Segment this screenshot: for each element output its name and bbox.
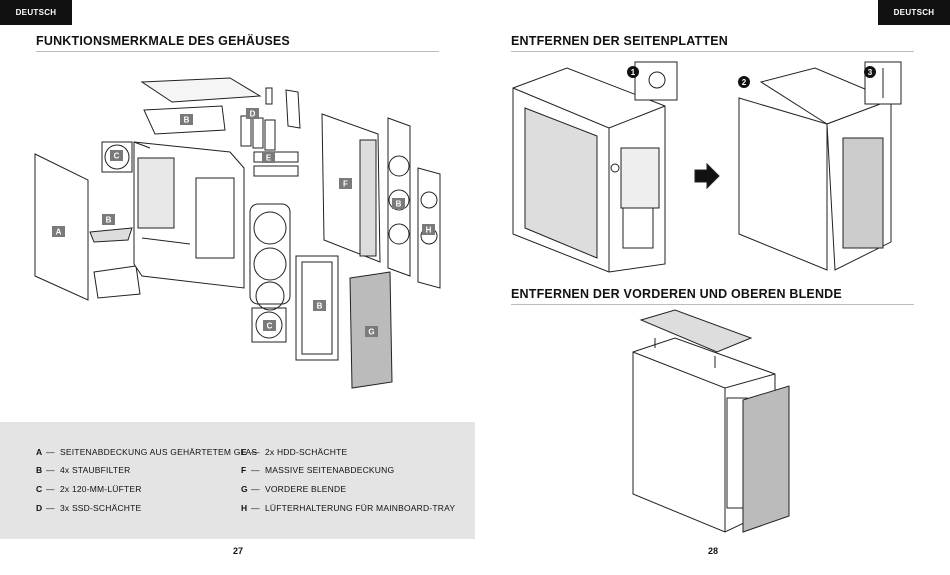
- callout-f: F: [343, 180, 348, 189]
- legend-box: A—SEITENABDECKUNG AUS GEHÄRTETEM GLAS B—…: [0, 422, 475, 539]
- callout-d: D: [250, 110, 256, 119]
- callout-g: G: [368, 328, 374, 337]
- exploded-case-illustration: A B B B B C C D E F G H: [34, 77, 441, 389]
- language-tab-right: DEUTSCH: [878, 0, 950, 25]
- legend-item: D—3x SSD-SCHÄCHTE: [36, 503, 142, 513]
- callout-b-right: B: [396, 200, 402, 209]
- language-tab-left: DEUTSCH: [0, 0, 72, 25]
- step-2-marker: 2: [742, 78, 747, 87]
- legend-item: E—2x HDD-SCHÄCHTE: [241, 447, 348, 457]
- legend-item: F—MASSIVE SEITENABDECKUNG: [241, 465, 395, 475]
- legend-item: H—LÜFTERHALTERUNG FÜR MAINBOARD-TRAY: [241, 503, 456, 513]
- step-1-marker: 1: [631, 68, 636, 77]
- features-heading: FUNKTIONSMERKMALE DES GEHÄUSES: [36, 34, 290, 48]
- callout-b-small: B: [106, 216, 112, 225]
- heading-divider: [511, 51, 914, 52]
- callout-h: H: [426, 226, 432, 235]
- page-number-left: 27: [233, 546, 244, 556]
- step-3-marker: 3: [868, 68, 873, 77]
- page-number-right: 28: [708, 546, 719, 556]
- heading-divider: [36, 51, 439, 52]
- callout-c-bottom: C: [267, 322, 273, 331]
- side-panels-heading: ENTFERNEN DER SEITENPLATTEN: [511, 34, 728, 48]
- callout-a: A: [56, 228, 62, 237]
- heading-divider: [511, 304, 914, 305]
- callout-e: E: [266, 154, 272, 163]
- legend-item: C—2x 120-MM-LÜFTER: [36, 484, 142, 494]
- legend-item: B—4x STAUBFILTER: [36, 465, 131, 475]
- front-top-removal-illustration: [632, 309, 790, 533]
- legend-item: G—VORDERE BLENDE: [241, 484, 347, 494]
- front-top-heading: ENTFERNEN DER VORDEREN UND OBEREN BLENDE: [511, 287, 842, 301]
- callout-c-top: C: [114, 152, 120, 161]
- callout-b-top: B: [184, 116, 190, 125]
- legend-item: A—SEITENABDECKUNG AUS GEHÄRTETEM GLAS: [36, 447, 258, 457]
- callout-b-tall: B: [317, 302, 323, 311]
- side-panel-removal-illustration: 1 2 3: [512, 61, 902, 273]
